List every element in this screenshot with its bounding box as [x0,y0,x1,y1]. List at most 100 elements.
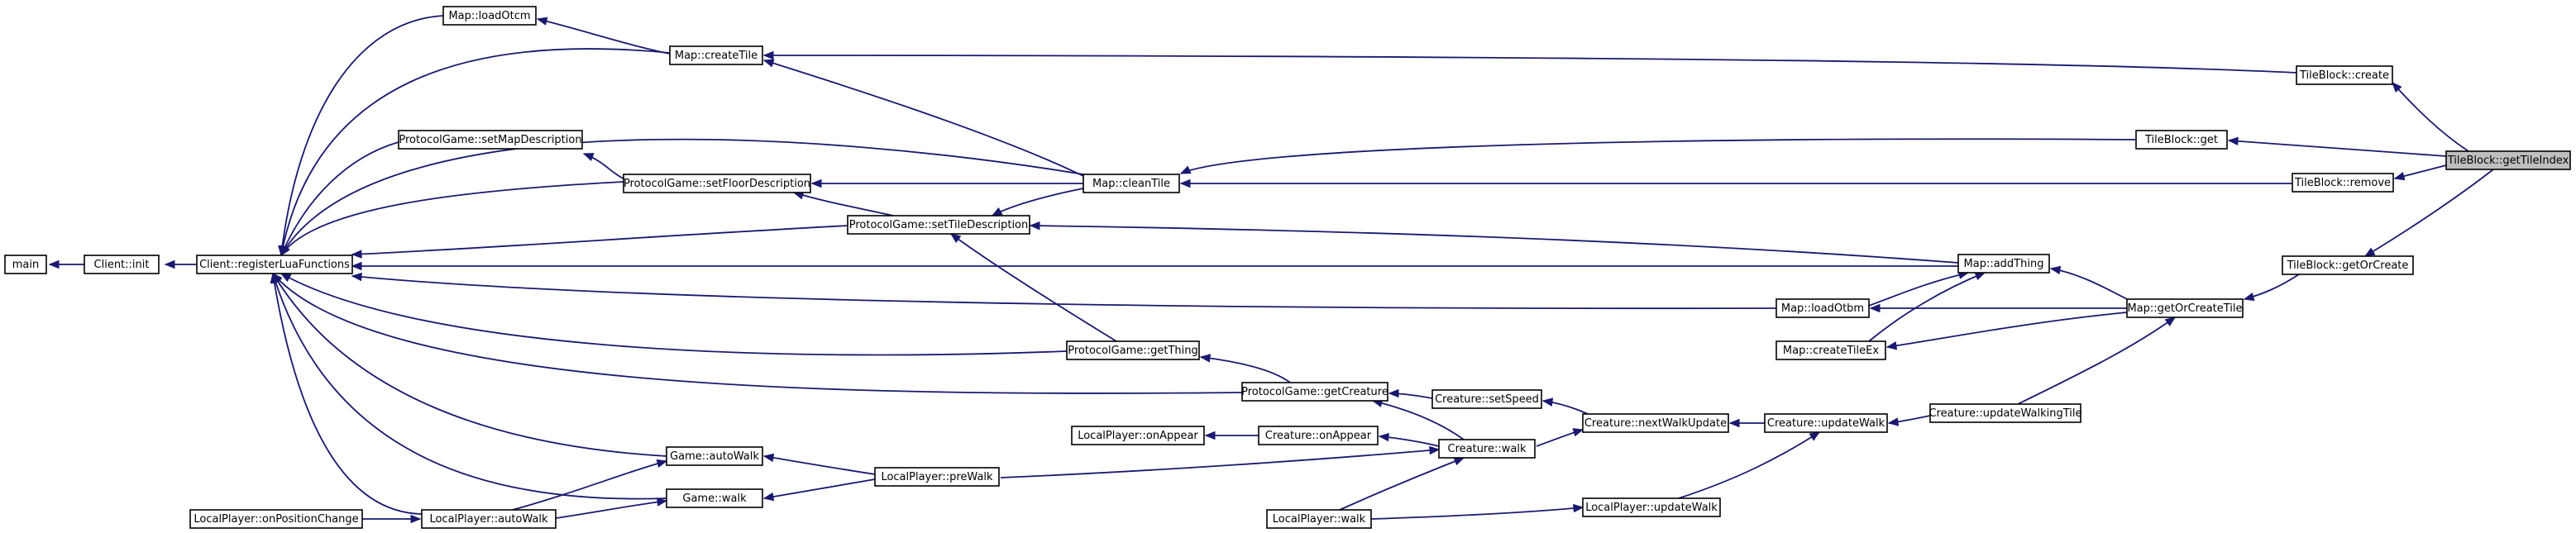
node-label: TileBlock::get [2144,134,2218,146]
node-map-create-tile[interactable]: Map::createTile [669,45,763,65]
node-label: Map::getOrCreateTile [2127,302,2242,315]
node-label: ProtocolGame::getThing [1068,345,1197,357]
node-map-clean-tile[interactable]: Map::cleanTile [1082,174,1180,193]
node-box [1764,413,1888,433]
node-game-walk[interactable]: Game::walk [666,488,763,508]
edge-map_clean_tile-to-register_lua [280,138,1084,257]
edge-line [763,478,876,499]
edge-register_lua-to-client_init [164,259,197,269]
node-box [442,6,537,26]
node-tb-get-tile-index[interactable]: TileBlock::getTileIndex [2445,150,2571,170]
node-lp-auto-walk[interactable]: LocalPlayer::autoWalk [421,509,557,529]
arrowhead-icon [2243,292,2255,302]
node-label: ProtocolGame::setFloorDescription [624,178,810,190]
node-pg-get-thing[interactable]: ProtocolGame::getThing [1066,340,1200,360]
node-label: Creature::onAppear [1265,430,1372,442]
node-main[interactable]: main [4,255,47,274]
node-creature-update-walking-tile[interactable]: Creature::updateWalkingTile [1928,403,2082,423]
arrowhead-icon [2392,82,2402,93]
edge-map_clean_tile-to-map_create_tile [762,59,1084,177]
edge-map_clean_tile-to-pg_set_tile_desc [991,188,1084,217]
node-label: Creature::nextWalkUpdate [1584,417,1727,430]
edge-map_load_otbm-to-register_lua [351,272,1777,310]
node-creature-on-appear[interactable]: Creature::onAppear [1258,426,1379,445]
node-map-load-otcm[interactable]: Map::loadOtcm [442,6,537,26]
node-label: Creature::updateWalkingTile [1928,407,2081,420]
node-box [189,509,363,529]
arrowhead-icon [1453,457,1465,466]
node-pg-set-floor-desc[interactable]: ProtocolGame::setFloorDescription [623,174,811,193]
node-label: ProtocolGame::setMapDescription [399,134,581,146]
node-label: TileBlock::getOrCreate [2287,259,2409,272]
edge-tb_get_or_create-to-map_get_or_create_tile [2243,274,2300,302]
edge-line [280,141,399,256]
edge-line [763,455,876,475]
edges [48,15,2494,524]
arrowhead-icon [2049,265,2062,275]
node-lp-on-appear[interactable]: LocalPlayer::onAppear [1071,426,1205,445]
node-label: LocalPlayer::updateWalk [1585,502,1718,514]
arrowhead-icon [656,459,668,468]
node-label: Map::cleanTile [1092,178,1170,190]
edge-line [1868,272,1969,307]
node-map-get-or-create-tile[interactable]: Map::getOrCreateTile [2126,298,2244,318]
edge-line [763,59,1084,177]
node-pg-get-creature[interactable]: ProtocolGame::getCreature [1241,382,1388,402]
node-label: Client::registerLuaFunctions [199,259,350,271]
arrowhead-icon [949,233,962,244]
edge-creature_next_walk_update-to-creature_set_speed [1541,397,1589,415]
node-box [1775,298,1870,318]
node-map-load-otbm[interactable]: Map::loadOtbm [1775,298,1870,318]
node-map-create-tile-ex[interactable]: Map::createTileEx [1775,340,1886,360]
arrowhead-icon [1204,431,1216,440]
node-creature-next-walk-update[interactable]: Creature::nextWalkUpdate [1582,413,1729,433]
arrowhead-icon [270,272,279,284]
node-tb-remove[interactable]: TileBlock::remove [2292,173,2394,193]
node-tb-get[interactable]: TileBlock::get [2135,130,2228,150]
node-lp-on-position-change[interactable]: LocalPlayer::onPositionChange [189,509,363,529]
nodes: main Client::init Client::registerLuaFunct… [4,6,2571,529]
edge-line [272,273,1243,394]
node-client-init[interactable]: Client::init [84,255,160,274]
node-map-add-thing[interactable]: Map::addThing [1957,254,2050,274]
node-label: TileBlock::remove [2294,177,2391,189]
arrowhead-icon [1573,503,1584,513]
node-lp-walk[interactable]: LocalPlayer::walk [1266,509,1372,529]
edge-pg_set_tile_desc-to-register_lua [351,225,848,259]
node-creature-update-walk[interactable]: Creature::updateWalk [1764,413,1888,433]
edge-pg_get_thing-to-pg_set_tile_desc [949,233,1117,342]
edge-line [1678,431,1820,499]
edge-lp_auto_walk-to-game_auto_walk [512,459,668,511]
node-creature-set-speed[interactable]: Creature::setSpeed [1431,389,1542,409]
arrowhead-icon [1869,303,1881,313]
node-box [1266,509,1372,529]
node-label: Map::addThing [1964,258,2044,270]
node-tb-get-or-create[interactable]: TileBlock::getOrCreate [2282,255,2414,275]
node-game-auto-walk[interactable]: Game::autoWalk [666,446,763,466]
node-label: Client::init [94,259,150,271]
edge-creature_update_walking_tile-to-creature_update_walk [1887,415,1931,426]
edge-creature_on_appear-to-lp_on_appear [1204,431,1259,440]
node-box [4,255,47,274]
node-box [398,130,583,150]
edge-line [2364,169,2494,257]
node-box [2126,298,2244,318]
edge-line [280,48,671,256]
node-pg-set-tile-desc[interactable]: ProtocolGame::setTileDescription [847,215,1030,235]
node-creature-walk[interactable]: Creature::walk [1438,439,1536,459]
node-box [666,488,763,508]
node-lp-pre-walk[interactable]: LocalPlayer::preWalk [874,467,1000,487]
edge-line [272,273,423,515]
edge-line [950,233,1117,342]
node-pg-set-map-desc[interactable]: ProtocolGame::setMapDescription [398,130,583,150]
edge-tb_create-to-map_create_tile [762,50,2297,74]
node-tb-create[interactable]: TileBlock::create [2296,65,2393,85]
node-register-lua[interactable]: Client::registerLuaFunctions [196,255,353,274]
node-lp-update-walk[interactable]: LocalPlayer::updateWalk [1582,497,1721,517]
node-label: LocalPlayer::preWalk [881,471,993,483]
arrowhead-icon [280,273,292,283]
node-label: Creature::walk [1448,443,1527,455]
node-box [1071,426,1205,445]
edge-line [1030,225,1959,264]
